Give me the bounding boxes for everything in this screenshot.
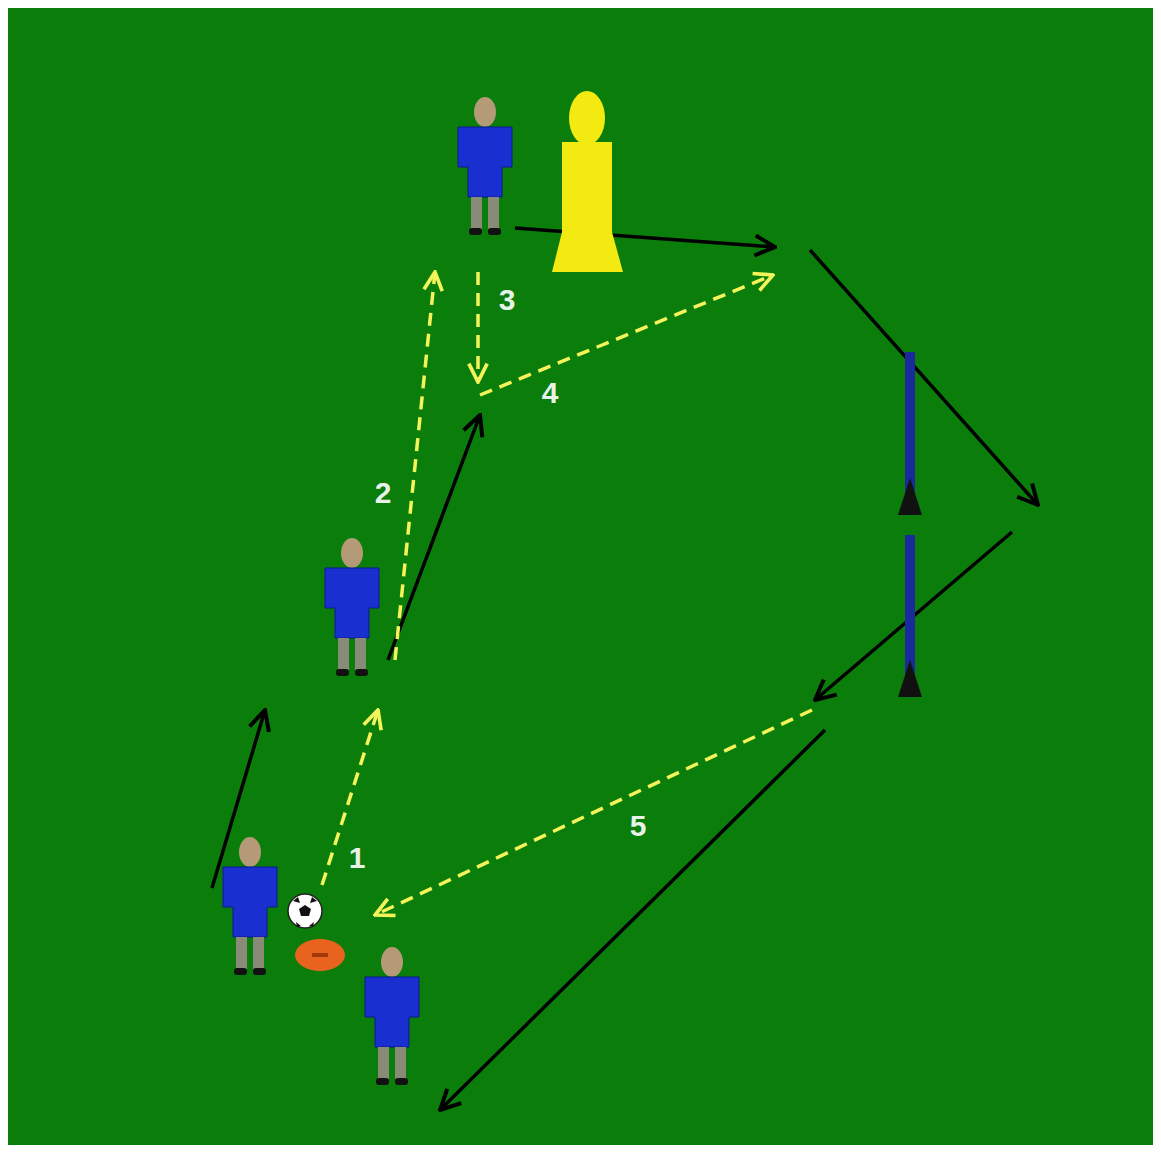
pitch bbox=[8, 8, 1153, 1145]
pass-arrows bbox=[322, 272, 812, 915]
disc-cone bbox=[295, 939, 345, 971]
player bbox=[325, 538, 379, 676]
callout-number: 3 bbox=[495, 283, 520, 317]
callout-number: 2 bbox=[371, 476, 396, 510]
callout-number: 4 bbox=[538, 376, 563, 410]
callout-number: 5 bbox=[626, 809, 651, 843]
player bbox=[365, 947, 419, 1085]
mannequin bbox=[552, 91, 623, 272]
run-arrows bbox=[212, 228, 1038, 1110]
ball bbox=[288, 894, 322, 928]
poles bbox=[898, 352, 922, 697]
player bbox=[223, 837, 277, 975]
callout-number: 1 bbox=[345, 841, 370, 875]
player bbox=[458, 97, 512, 235]
